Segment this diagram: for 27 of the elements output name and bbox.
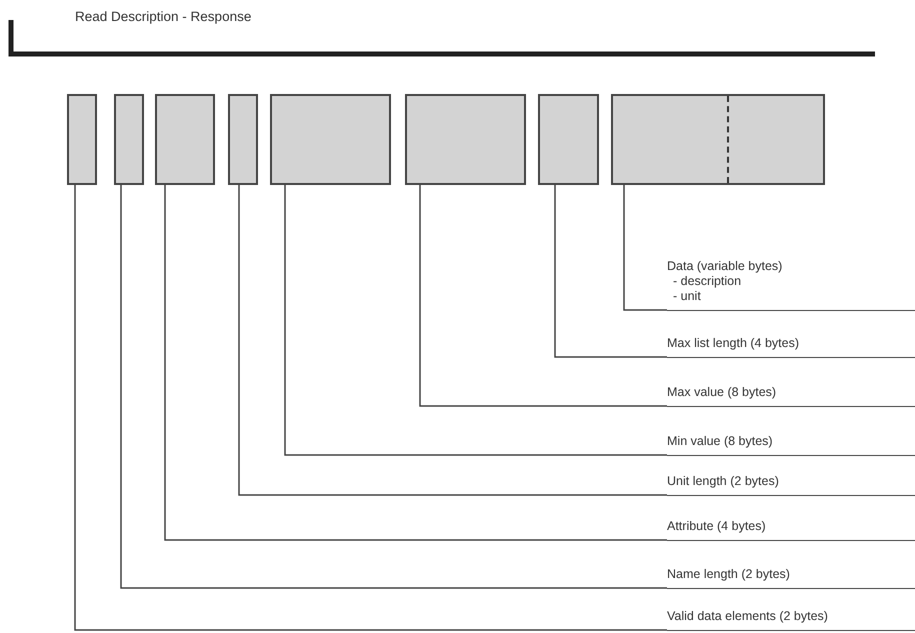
field-box <box>611 94 825 185</box>
diagram-title: Read Description - Response <box>75 8 252 26</box>
field-box <box>155 94 215 185</box>
field-box <box>270 94 391 185</box>
field-label: Max value (8 bytes) <box>667 384 778 400</box>
field-label: Attribute (4 bytes) <box>667 518 767 534</box>
field-label: Name length (2 bytes) <box>667 566 791 582</box>
field-box <box>405 94 526 185</box>
field-box <box>538 94 599 185</box>
leader-line <box>419 185 667 407</box>
leader-line <box>74 185 667 631</box>
field-label: Valid data elements (2 bytes) <box>667 608 829 624</box>
leader-line <box>120 185 667 589</box>
field-label: Unit length (2 bytes) <box>667 474 780 489</box>
leader-line <box>284 185 667 456</box>
field-box <box>228 94 258 185</box>
field-box <box>114 94 144 185</box>
field-label: Max list length (4 bytes) <box>667 336 800 351</box>
field-label: Data (variable bytes) <box>667 258 784 274</box>
leader-line <box>623 185 667 311</box>
leader-line <box>164 185 667 541</box>
field-label: Min value (8 bytes) <box>667 434 774 449</box>
field-label: - description <box>672 274 742 289</box>
leader-line <box>238 185 667 496</box>
field-box <box>67 94 97 185</box>
field-label: - unit <box>672 288 702 304</box>
leader-line <box>554 185 667 358</box>
